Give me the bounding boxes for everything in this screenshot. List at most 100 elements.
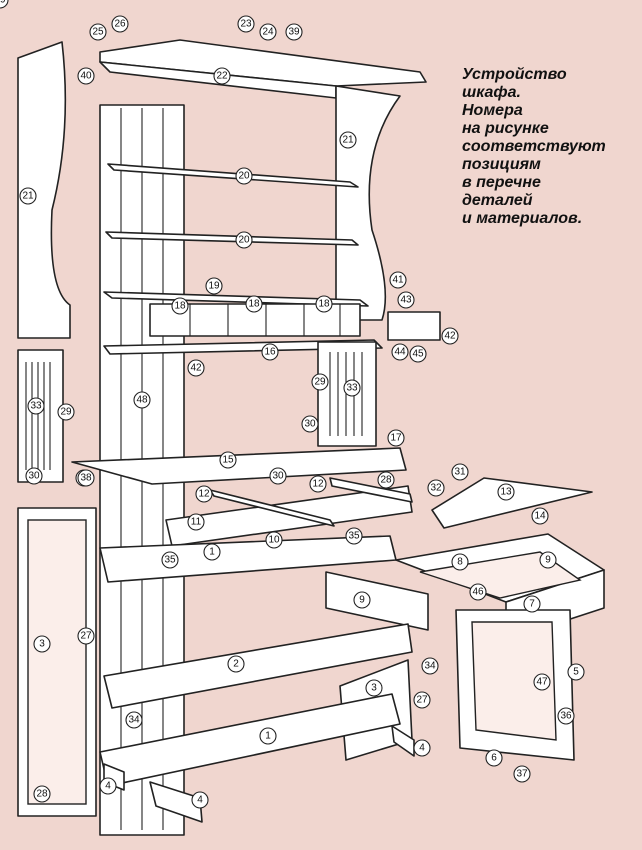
callout-circle bbox=[261, 343, 279, 361]
callout-label: 44 bbox=[394, 347, 406, 358]
callout-label: 4 bbox=[419, 743, 425, 754]
callout-35: 35 bbox=[345, 527, 363, 545]
callout-label: 48 bbox=[136, 395, 148, 406]
callout-label: 17 bbox=[390, 433, 402, 444]
callout-label: 3 bbox=[371, 683, 377, 694]
callout-label: 39 bbox=[288, 27, 300, 38]
callout-label: 4 bbox=[105, 781, 111, 792]
callout-label: 12 bbox=[312, 479, 324, 490]
callout-label: 35 bbox=[348, 531, 360, 542]
callout-34: 34 bbox=[421, 657, 439, 675]
callout-30: 30 bbox=[301, 415, 319, 433]
callout-circle bbox=[497, 483, 515, 501]
callout-circle bbox=[0, 0, 9, 9]
caption-line: деталей bbox=[462, 192, 533, 209]
callout-circle bbox=[409, 345, 427, 363]
callout-49: 49 bbox=[0, 0, 9, 9]
callout-5: 5 bbox=[567, 663, 585, 681]
callout-circle bbox=[413, 691, 431, 709]
callout-30: 30 bbox=[269, 467, 287, 485]
callout-label: 24 bbox=[262, 27, 274, 38]
right-door-panel bbox=[471, 621, 557, 741]
callout-label: 25 bbox=[92, 27, 104, 38]
callout-label: 18 bbox=[174, 301, 186, 312]
callout-7: 7 bbox=[523, 595, 541, 613]
callout-circle bbox=[161, 551, 179, 569]
callout-circle bbox=[203, 543, 221, 561]
shelf-19 bbox=[103, 291, 369, 307]
callout-4: 4 bbox=[99, 777, 117, 795]
callout-33: 33 bbox=[27, 397, 45, 415]
callout-label: 10 bbox=[268, 535, 280, 546]
callout-label: 21 bbox=[342, 135, 354, 146]
callout-43: 43 bbox=[397, 291, 415, 309]
callout-label: 11 bbox=[191, 517, 202, 528]
callout-18: 18 bbox=[245, 295, 263, 313]
caption-line: соответствуют bbox=[462, 138, 606, 155]
callout-circle bbox=[237, 15, 255, 33]
callout-circle bbox=[485, 749, 503, 767]
callout-circle bbox=[187, 513, 205, 531]
caption-line: Устройство bbox=[462, 66, 567, 83]
callout-36: 36 bbox=[557, 707, 575, 725]
callout-39: 39 bbox=[285, 23, 303, 41]
callout-1: 1 bbox=[203, 543, 221, 561]
callout-6: 6 bbox=[485, 749, 503, 767]
caption-line: шкафа. bbox=[462, 84, 521, 101]
callout-label: 28 bbox=[380, 475, 392, 486]
foot-4-bottom bbox=[149, 781, 203, 823]
callout-label: 7 bbox=[529, 599, 535, 610]
callout-17: 17 bbox=[387, 429, 405, 447]
callout-label: 29 bbox=[314, 377, 326, 388]
callout-circle bbox=[451, 463, 469, 481]
callout-circle bbox=[421, 657, 439, 675]
callout-29: 29 bbox=[57, 403, 75, 421]
callout-circle bbox=[235, 231, 253, 249]
drawer-rail-frame bbox=[165, 485, 413, 547]
callout-circle bbox=[397, 291, 415, 309]
callout-label: 4 bbox=[197, 795, 203, 806]
callout-circle bbox=[19, 187, 37, 205]
callout-circle bbox=[77, 627, 95, 645]
callout-44: 44 bbox=[391, 343, 409, 361]
shelf-20-lower bbox=[105, 231, 359, 246]
callout-label: 33 bbox=[30, 401, 42, 412]
callout-45: 45 bbox=[409, 345, 427, 363]
callout-label: 46 bbox=[472, 587, 484, 598]
callout-23: 23 bbox=[237, 15, 255, 33]
callout-circle bbox=[389, 271, 407, 289]
callout-46: 46 bbox=[469, 583, 487, 601]
callout-label: 16 bbox=[264, 347, 276, 358]
callout-10: 10 bbox=[265, 531, 283, 549]
callout-label: 29 bbox=[60, 407, 72, 418]
callout-label: 23 bbox=[240, 19, 252, 30]
callout-31: 31 bbox=[451, 463, 469, 481]
callout-circle bbox=[259, 727, 277, 745]
callout-label: 12 bbox=[198, 489, 210, 500]
rail-12-right bbox=[329, 477, 413, 503]
callout-circle bbox=[533, 673, 551, 691]
callout-circle bbox=[187, 359, 205, 377]
callout-label: 34 bbox=[128, 715, 140, 726]
callout-label: 35 bbox=[164, 555, 176, 566]
callout-12: 12 bbox=[195, 485, 213, 503]
callout-circle bbox=[301, 415, 319, 433]
callout-circle bbox=[427, 479, 445, 497]
callout-label: 36 bbox=[560, 711, 572, 722]
rail-12-left bbox=[209, 489, 335, 527]
callout-circle bbox=[353, 591, 371, 609]
callout-20: 20 bbox=[235, 167, 253, 185]
callout-label: 15 bbox=[222, 455, 234, 466]
counter-top-15 bbox=[71, 447, 407, 485]
callout-3: 3 bbox=[365, 679, 383, 697]
drawer-front-9 bbox=[325, 571, 429, 631]
callout-1: 1 bbox=[259, 727, 277, 745]
callout-circle bbox=[567, 663, 585, 681]
callout-circle bbox=[557, 707, 575, 725]
callout-label: 47 bbox=[536, 677, 548, 688]
callout-16: 16 bbox=[261, 343, 279, 361]
caption-line: на рисунке bbox=[462, 120, 549, 137]
callout-circle bbox=[259, 23, 277, 41]
